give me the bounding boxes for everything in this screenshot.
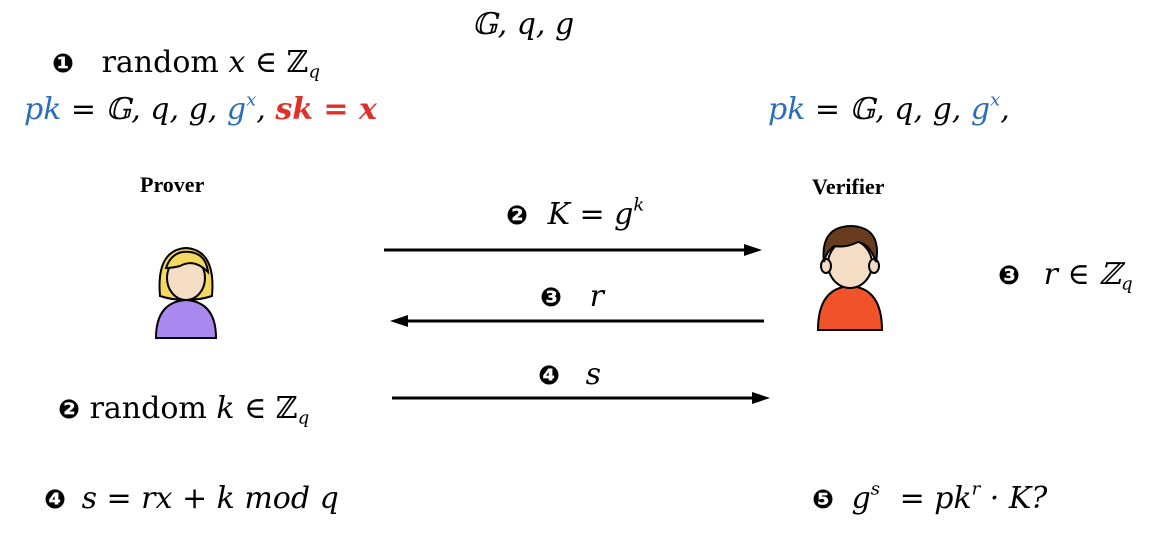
verifier-pk-eq: = 𝔾, q, g, (805, 92, 971, 127)
step1-text: random (101, 45, 219, 80)
prover-step2-text: random (89, 391, 207, 426)
verifier-step5-mid: = pk (890, 481, 972, 516)
verifier-step3: ❸ r ∈ ℤq (998, 257, 1133, 293)
msg2-arrow (390, 315, 764, 327)
verifier-keys: pk = 𝔾, q, g, gx, (768, 89, 1010, 127)
prover-step2-sub: q (297, 407, 310, 429)
verifier-step5-number: ❺ (812, 485, 835, 515)
step1-line: ❶ random x ∈ ℤq (52, 45, 320, 81)
prover-sk: sk = x (275, 92, 377, 127)
verifier-step5: ❺ gs = pkr · K? (812, 480, 1048, 516)
prover-keys: pk = 𝔾, q, g, gx, sk = x (24, 89, 377, 127)
msg3-text: s (585, 357, 601, 392)
public-params: 𝔾, q, g (472, 7, 575, 42)
verifier-label: Verifier (812, 174, 885, 199)
verifier-avatar (816, 224, 884, 331)
msg1-label: ❷ K = gk (506, 196, 644, 232)
msg2-label: ❸ r (540, 282, 604, 312)
verifier-step3-text: r ∈ ℤ (1043, 257, 1122, 292)
verifier-step3-sub: q (1121, 273, 1133, 295)
msg1-number: ❷ (506, 201, 529, 231)
verifier-step5-exp2: r (971, 478, 981, 500)
verifier-trail: , (1000, 92, 1010, 127)
msg3-arrow (392, 392, 770, 404)
msg1-text: K = g (547, 197, 634, 232)
step1-sub: q (308, 61, 321, 83)
msg2-number: ❸ (540, 283, 563, 313)
prover-label: Prover (140, 172, 205, 197)
verifier-pk-label: pk (768, 92, 806, 127)
verifier-step5-tail: · K? (980, 481, 1048, 516)
prover-step2: ❷ random k ∈ ℤq (58, 391, 309, 427)
verifier-step5-base: g (851, 481, 871, 516)
prover-step4-number: ❹ (44, 485, 67, 515)
verifier-step5-exp: s (870, 478, 881, 500)
msg3-label: ❹ s (538, 360, 601, 390)
msg2-text: r (589, 279, 604, 314)
prover-step2-in: ∈ ℤ (244, 391, 298, 426)
step1-x: x (228, 45, 246, 80)
prover-step2-number: ❷ (58, 395, 81, 425)
msg1-exp: k (633, 194, 645, 216)
verifier-pk-gx: gx (970, 89, 1001, 127)
prover-pk-label: pk (24, 92, 62, 127)
prover-pk-eq: = 𝔾, q, g, (61, 92, 227, 127)
prover-step4-text: s = rx + k mod q (81, 481, 339, 516)
prover-step2-k: k (216, 391, 235, 426)
msg1-arrow (384, 244, 762, 256)
verifier-step3-number: ❸ (998, 261, 1021, 291)
step1-number: ❶ (52, 49, 75, 79)
prover-pk-gx: gx (226, 89, 257, 127)
prover-step4: ❹ s = rx + k mod q (44, 484, 339, 514)
msg3-number: ❹ (538, 361, 561, 391)
prover-avatar (154, 246, 218, 339)
step1-in: ∈ ℤ (254, 45, 309, 80)
prover-comma: , (256, 92, 276, 127)
